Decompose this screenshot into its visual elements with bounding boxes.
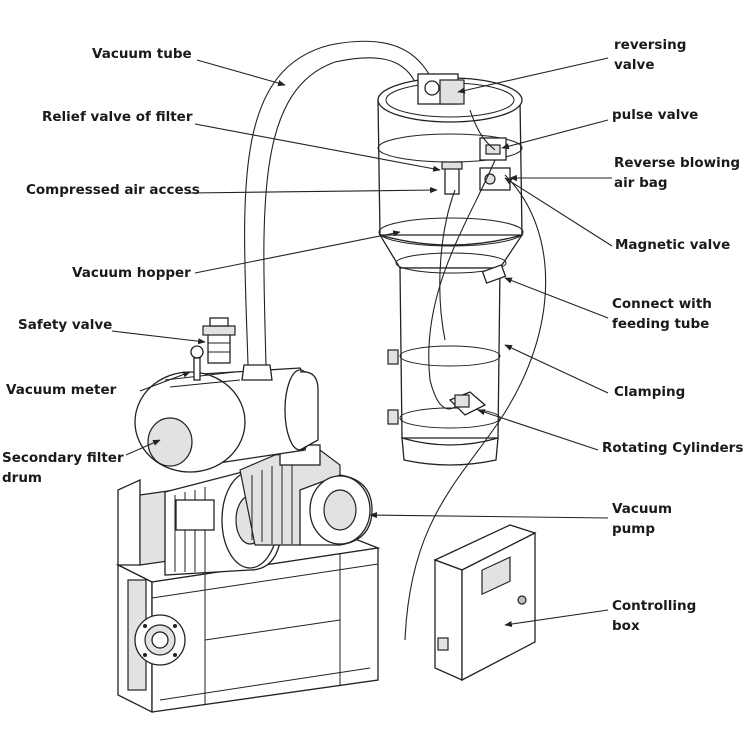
cables xyxy=(404,109,547,641)
label-safety-valve: Safety valve xyxy=(18,317,113,333)
label-reverse-blowing-air-bag: Reverse blowing air bag xyxy=(614,155,740,191)
vacuum-tube-shape xyxy=(241,40,433,381)
pulse-valve-part xyxy=(479,137,507,161)
secondary-filter-drum xyxy=(134,367,319,473)
label-magnetic-valve: Magnetic valve xyxy=(615,237,731,253)
rotating-cylinder-part xyxy=(448,391,487,416)
label-secondary-filter-drum: Secondary filter drum xyxy=(2,450,124,486)
roots-pump xyxy=(239,444,373,546)
label-controlling-box: Controlling box xyxy=(612,598,697,634)
base-stand xyxy=(115,478,381,714)
label-vacuum-tube: Vacuum tube xyxy=(92,46,192,62)
label-vacuum-meter: Vacuum meter xyxy=(6,382,117,398)
safety-valve-part xyxy=(202,317,236,364)
controlling-box-part xyxy=(433,524,537,682)
vacuum-hopper xyxy=(377,77,524,466)
leader-lines xyxy=(111,57,613,628)
label-connect-feeding-tube: Connect with feeding tube xyxy=(612,296,712,332)
label-rotating-cylinders: Rotating Cylinders xyxy=(602,440,744,456)
label-relief-valve: Relief valve of filter xyxy=(42,109,193,125)
label-pulse-valve: pulse valve xyxy=(612,107,699,123)
label-compressed-air-access: Compressed air access xyxy=(26,182,200,198)
label-reversing-valve: reversing valve xyxy=(614,37,687,73)
relief-valve-part xyxy=(441,161,463,195)
air-bag-part xyxy=(479,167,511,191)
label-vacuum-pump: Vacuum pump xyxy=(612,501,673,537)
label-clamping: Clamping xyxy=(614,384,686,400)
label-vacuum-hopper: Vacuum hopper xyxy=(72,265,191,281)
vacuum-meter-part xyxy=(190,345,204,381)
reversing-valve-part xyxy=(417,73,465,105)
